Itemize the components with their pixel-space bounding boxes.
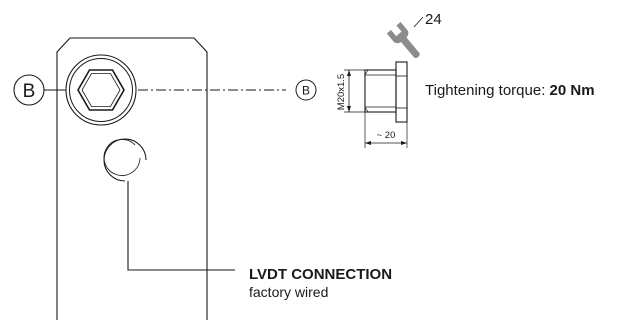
wrench-icon — [386, 21, 420, 59]
torque-prefix: Tightening torque: — [425, 82, 550, 99]
torque-text: Tightening torque: 20 Nm — [425, 82, 595, 99]
torque-value: 20 Nm — [550, 82, 595, 99]
lvdt-leader-line — [127, 181, 235, 271]
wrench-size-label: 24 — [425, 11, 442, 28]
hex-plug-top — [65, 54, 137, 126]
housing-outline — [56, 37, 208, 320]
thread-label: M20x1.5 — [336, 74, 347, 110]
lvdt-subtitle: factory wired — [249, 284, 328, 300]
callout-b-small-letter: B — [302, 84, 310, 98]
callout-b-large-letter: B — [23, 81, 36, 102]
width-dimension: ~ 20 — [364, 112, 408, 148]
callout-b-small: B — [295, 79, 317, 101]
plug-side-view — [364, 61, 408, 123]
width-label: ~ 20 — [377, 130, 396, 141]
lvdt-port — [103, 138, 147, 182]
wrench-leader — [413, 16, 424, 28]
callout-b-large: B — [13, 74, 66, 106]
lvdt-title: LVDT CONNECTION — [249, 266, 392, 283]
thread-dimension: M20x1.5 — [336, 69, 365, 113]
